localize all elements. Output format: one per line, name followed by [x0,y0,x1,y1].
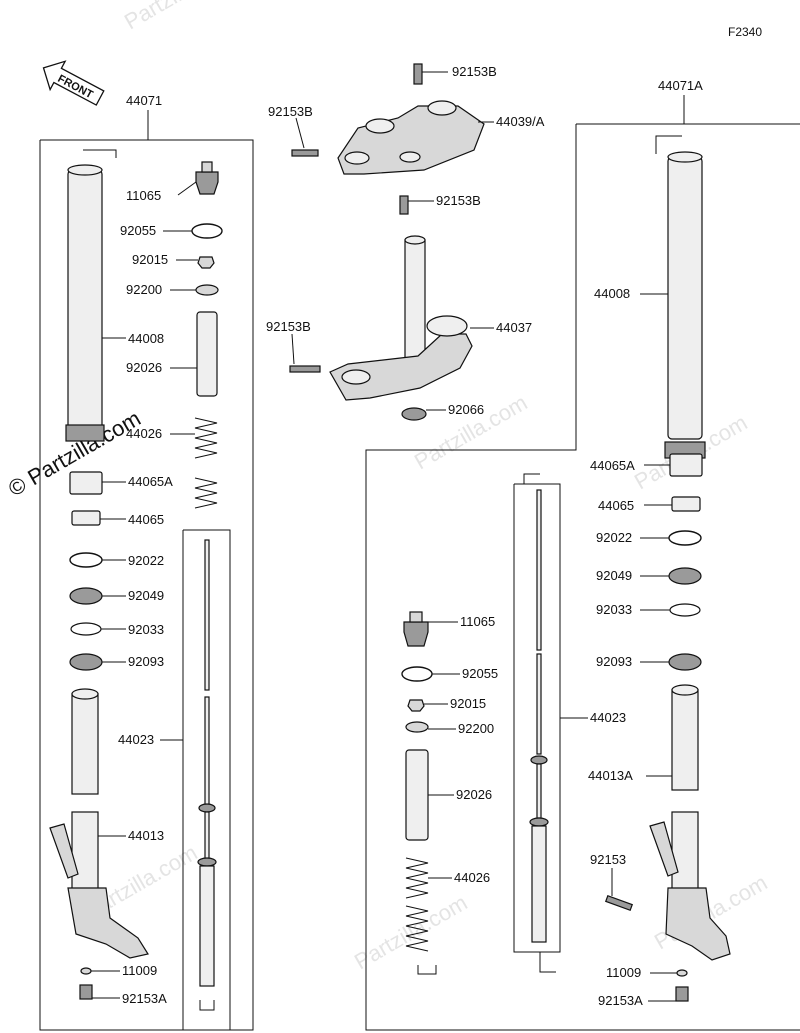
part-label: 44037 [496,320,532,335]
part-label: 92093 [596,654,632,669]
part-label: 44023 [118,732,154,747]
part-label: 44008 [128,331,164,346]
part-label: 92022 [596,530,632,545]
part-label: 44065A [128,474,173,489]
part-label: 44065A [590,458,635,473]
part-label: 92026 [456,787,492,802]
part-label: 92049 [596,568,632,583]
part-label: 11009 [122,963,157,978]
part-label: 92033 [128,622,164,637]
watermark-faint: Partzilla.com [350,890,472,975]
part-label: 92015 [450,696,486,711]
part-label-44071A: 44071A [658,78,703,93]
part-label-44071: 44071 [126,93,162,108]
part-label: 44008 [594,286,630,301]
part-label: 92153 [590,852,626,867]
part-label: 92055 [120,223,156,238]
part-label: 92200 [458,721,494,736]
spring-icon [405,857,429,952]
part-label: 92200 [126,282,162,297]
right-fork-group: 44071A [365,78,800,1031]
part-label: 92153B [268,104,313,119]
watermark-faint: Partzilla.com [120,0,242,34]
part-label: 92022 [128,553,164,568]
part-label: 11009 [606,965,641,980]
part-label: 92049 [128,588,164,603]
part-label: 92015 [132,252,168,267]
spring-icon [194,417,218,509]
center-steering-group: 92153B 92153B 44039/A 92153B 92153B 4403… [266,63,545,421]
part-label: 92153B [452,64,497,79]
part-label: 92033 [596,602,632,617]
part-label: 92153A [122,991,167,1006]
part-label: 92153B [436,193,481,208]
part-label: 44065 [598,498,634,513]
part-label: 92093 [128,654,164,669]
part-label: 44013A [588,768,633,783]
part-label: 92153A [598,993,643,1008]
part-label: 44065 [128,512,164,527]
part-label: 44013 [128,828,164,843]
part-label: 92026 [126,360,162,375]
part-label: 11065 [460,614,495,629]
figure-code: F2340 [728,25,762,39]
part-label: 92066 [448,402,484,417]
part-label: 11065 [126,188,161,203]
part-label: 92153B [266,319,311,334]
part-label: 44023 [590,710,626,725]
part-label: 92055 [462,666,498,681]
part-label: 44039/A [496,114,545,129]
left-fork-group: 44071 [39,93,254,1031]
part-label: 44026 [126,426,162,441]
part-label: 44026 [454,870,490,885]
front-arrow-icon: FRONT [42,60,105,106]
